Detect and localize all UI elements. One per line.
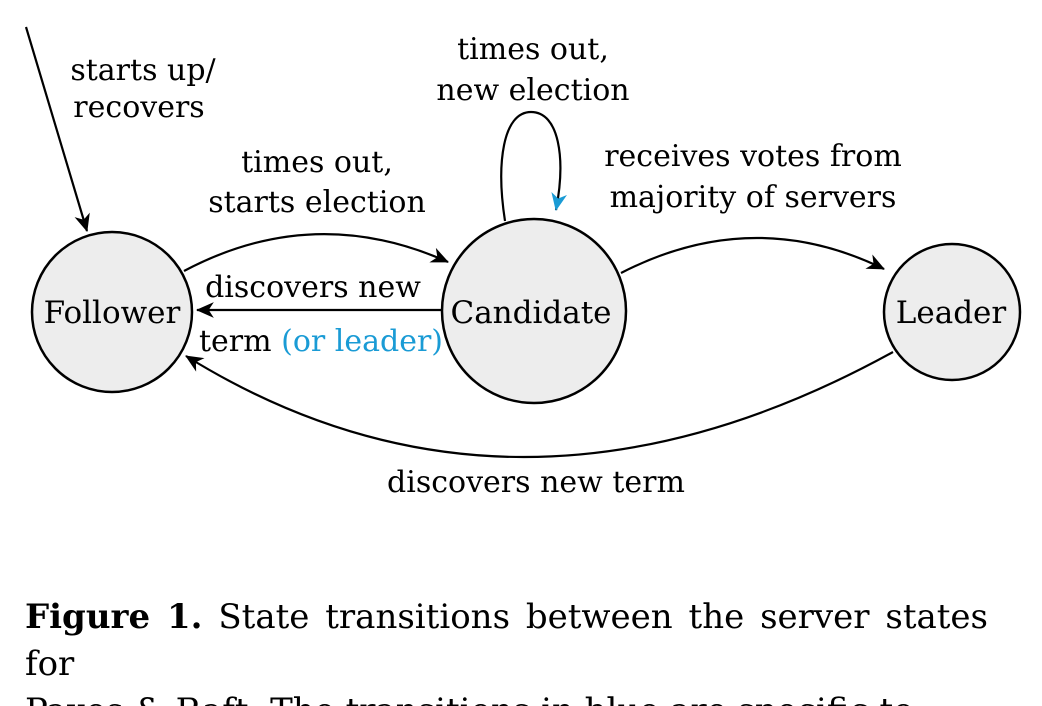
state-node-candidate xyxy=(440,217,628,405)
edge-label-term-black: term xyxy=(199,324,281,359)
arrow-leader-to-follower xyxy=(185,351,894,459)
arrow-starts-up xyxy=(24,26,90,232)
edge-label-discovers-new-term: discovers new term xyxy=(387,465,685,500)
edge-label-discovers-new-line1: discovers new xyxy=(205,270,421,305)
state-node-leader xyxy=(882,242,1022,382)
edge-label-times-out-starts-election-line1: times out, xyxy=(241,145,393,180)
edge-label-receives-votes-line2: majority of servers xyxy=(610,180,897,215)
caption-line2: Paxos & Raft. The transitions in blue ar… xyxy=(25,688,988,706)
edge-label-or-leader-blue: (or leader) xyxy=(281,324,443,359)
edge-label-times-out-new-election-line1: times out, xyxy=(457,32,609,67)
arrow-candidate-self-loop xyxy=(500,110,567,222)
caption-line1-text: State transitions between the server sta… xyxy=(25,597,988,684)
arrow-candidate-to-leader xyxy=(620,236,885,274)
edge-label-starts-up-line2: recovers xyxy=(73,90,204,125)
caption-figure-label: Figure 1. xyxy=(25,597,203,637)
caption-line1: Figure 1. State transitions between the … xyxy=(25,594,988,688)
figure-caption: Figure 1. State transitions between the … xyxy=(25,594,988,706)
arrow-follower-to-candidate xyxy=(183,232,449,272)
edge-label-receives-votes-line1: receives votes from xyxy=(604,139,902,174)
node-label-follower: Follower xyxy=(44,295,181,331)
node-label-candidate: Candidate xyxy=(450,295,611,331)
state-node-follower xyxy=(30,230,194,394)
edge-label-discovers-new-line2: term (or leader) xyxy=(199,324,443,359)
node-label-leader: Leader xyxy=(896,295,1007,331)
edge-label-times-out-starts-election-line2: starts election xyxy=(208,185,426,220)
edge-label-times-out-new-election-line2: new election xyxy=(436,73,629,108)
edge-label-starts-up-line1: starts up/ xyxy=(70,53,216,88)
